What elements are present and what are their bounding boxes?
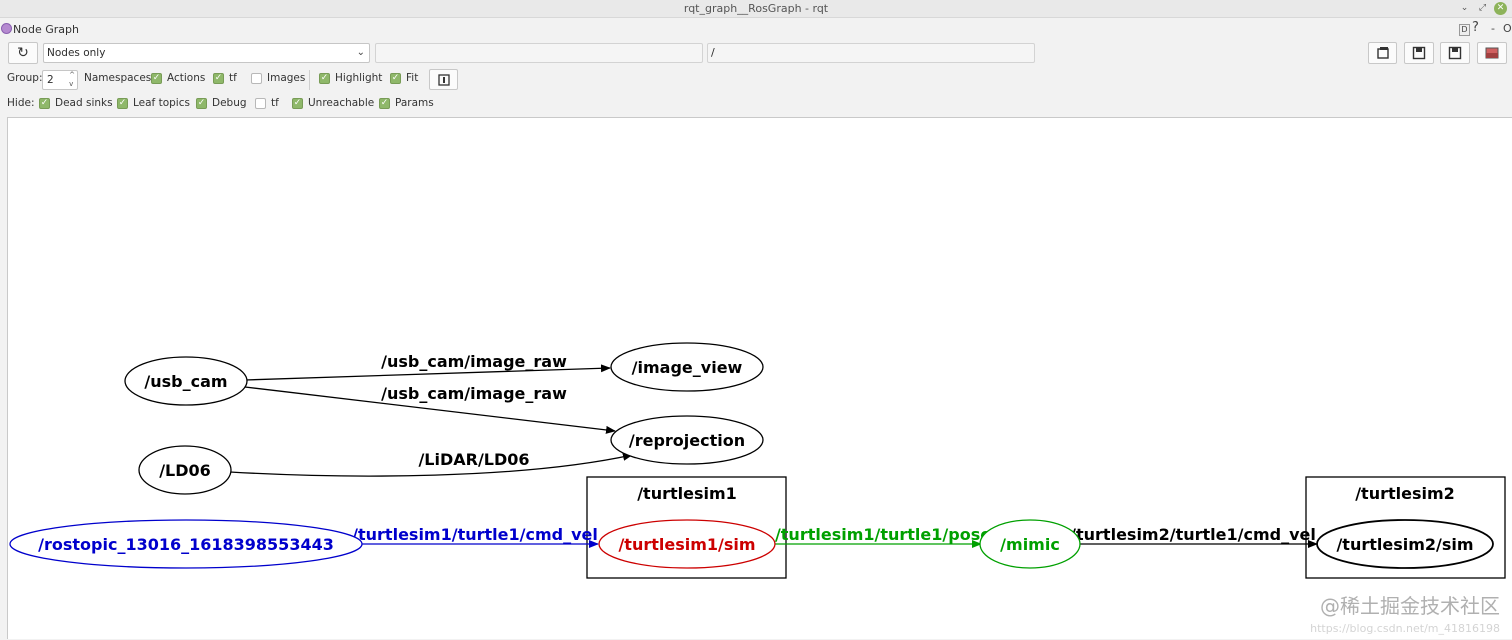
node-turtlesim1-sim[interactable] (598, 519, 776, 569)
graph-svg: /turtlesim1 /turtlesim2 /usb_cam/image_r… (9, 342, 1506, 579)
edge-label-cmd-vel1: /turtlesim1/turtle1/cmd_vel (352, 525, 598, 544)
group-value: 2 (47, 74, 54, 86)
group-label-turtlesim1: /turtlesim1 (637, 484, 737, 503)
leaf-topics-label: Leaf topics (133, 97, 190, 109)
watermark-text: @稀土掘金技术社区 (1320, 594, 1500, 618)
watermark-url: https://blog.csdn.net/m_41816198 (1310, 622, 1500, 635)
node-label-turtlesim2-sim: /turtlesim2/sim (1336, 535, 1473, 554)
save-dot-icon (1412, 46, 1426, 60)
toolbar-row: ↻ Nodes only ⌄ / (0, 41, 1512, 65)
save-svg-button[interactable] (1440, 42, 1470, 64)
save-dot-button[interactable] (1404, 42, 1434, 64)
unreachable-checkbox[interactable]: ✓ (292, 98, 303, 109)
leaf-topics-checkbox[interactable]: ✓ (117, 98, 128, 109)
images-label: Images (267, 72, 306, 84)
dead-sinks-label: Dead sinks (55, 97, 113, 109)
hide-label: Hide: (7, 97, 35, 109)
graph-type-select[interactable]: Nodes only ⌄ (43, 43, 370, 63)
params-label: Params (395, 97, 434, 109)
node-label-turtlesim1-sim: /turtlesim1/sim (618, 535, 755, 554)
save-svg-icon (1448, 46, 1462, 60)
options-row: Group: 2 ^v Namespaces ✓ Actions ✓ tf Im… (0, 69, 1512, 90)
graph-canvas[interactable]: /turtlesim1 /turtlesim2 /usb_cam/image_r… (7, 117, 1512, 639)
fit-checkbox[interactable]: ✓ (390, 73, 401, 84)
node-label-usb-cam: /usb_cam (144, 372, 227, 391)
fit-label: Fit (406, 72, 419, 84)
topic-filter-input[interactable]: / (707, 43, 1035, 63)
dead-sinks-checkbox[interactable]: ✓ (39, 98, 50, 109)
options-separator (309, 70, 310, 90)
hide-tf-label: tf (271, 97, 279, 109)
node-filter-input[interactable] (375, 43, 703, 63)
tf-label: tf (229, 72, 237, 84)
unreachable-label: Unreachable (308, 97, 375, 109)
node-ld06[interactable] (138, 445, 232, 495)
plugin-icon (1, 23, 12, 34)
node-label-image-view: /image_view (632, 358, 743, 377)
edge-label-usb-to-image-view: /usb_cam/image_raw (381, 352, 567, 371)
edge-usb-to-reprojection[interactable] (244, 386, 616, 434)
node-label-reprojection: /reprojection (629, 431, 745, 450)
edge-lidar[interactable] (229, 452, 633, 477)
actions-checkbox[interactable]: ✓ (151, 73, 162, 84)
restore-icon[interactable]: ⤢ (1478, 3, 1487, 13)
refresh-icon: ↻ (17, 45, 29, 61)
window-titlebar: rqt_graph__RosGraph - rqt ⌄ ⤢ ✕ (0, 0, 1512, 18)
edge-label-lidar: /LiDAR/LD06 (418, 450, 529, 469)
chevron-down-icon: ⌄ (356, 47, 365, 58)
actions-label: Actions (167, 72, 206, 84)
plugin-title: Node Graph (13, 23, 79, 36)
refresh-button[interactable]: ↻ (8, 42, 38, 64)
images-checkbox[interactable] (251, 73, 262, 84)
tf-checkbox[interactable]: ✓ (213, 73, 224, 84)
fit-view-button[interactable] (1368, 42, 1397, 64)
group-label-turtlesim2: /turtlesim2 (1355, 484, 1455, 503)
group-spinbox[interactable]: 2 ^v (42, 70, 78, 90)
fit-in-view-icon (437, 73, 450, 86)
group-box-turtlesim2 (1305, 476, 1506, 579)
fit-view-icon (1376, 47, 1389, 59)
node-turtlesim2-sim[interactable] (1316, 519, 1494, 569)
plugin-header: Node Graph D ? - O (0, 19, 1512, 39)
graph-type-value: Nodes only (47, 47, 106, 59)
node-label-mimic: /mimic (1000, 535, 1060, 554)
highlight-label: Highlight (335, 72, 383, 84)
node-label-ld06: /LD06 (159, 461, 211, 480)
node-label-rostopic: /rostopic_13016_1618398553443 (38, 535, 334, 554)
node-rostopic[interactable] (9, 519, 363, 569)
node-usb-cam[interactable] (124, 356, 248, 406)
debug-label: Debug (212, 97, 247, 109)
close-icon[interactable]: ✕ (1494, 2, 1507, 15)
dock-toggle-button[interactable]: D (1459, 22, 1470, 36)
save-image-icon (1485, 47, 1499, 59)
edge-usb-to-image-view[interactable] (244, 364, 611, 381)
params-checkbox[interactable]: ✓ (379, 98, 390, 109)
group-label: Group: (7, 72, 43, 84)
hide-row: Hide: ✓ Dead sinks ✓ Leaf topics ✓ Debug… (0, 94, 1512, 114)
hide-tf-checkbox[interactable] (255, 98, 266, 109)
save-image-button[interactable] (1477, 42, 1507, 64)
namespaces-label: Namespaces (84, 72, 152, 84)
edge-label-pose: /turtlesim1/turtle1/pose (775, 525, 991, 544)
minimize-icon[interactable]: ⌄ (1460, 3, 1469, 13)
edge-label-usb-to-reprojection: /usb_cam/image_raw (381, 384, 567, 403)
debug-checkbox[interactable]: ✓ (196, 98, 207, 109)
highlight-checkbox[interactable]: ✓ (319, 73, 330, 84)
fit-in-view-button[interactable] (429, 69, 458, 90)
spin-arrows-icon[interactable]: ^v (69, 71, 75, 88)
help-button[interactable]: ? (1472, 20, 1479, 35)
node-image-view[interactable] (610, 342, 764, 392)
node-mimic[interactable] (979, 519, 1081, 569)
close-plugin-button[interactable]: O (1503, 22, 1512, 35)
node-reprojection[interactable] (610, 415, 764, 465)
minimize-plugin-button[interactable]: - (1491, 22, 1495, 35)
group-box-turtlesim1 (586, 476, 787, 579)
edge-label-cmd-vel2: /turtlesim2/turtle1/cmd_vel (1070, 525, 1316, 544)
window-title: rqt_graph__RosGraph - rqt (683, 2, 829, 15)
